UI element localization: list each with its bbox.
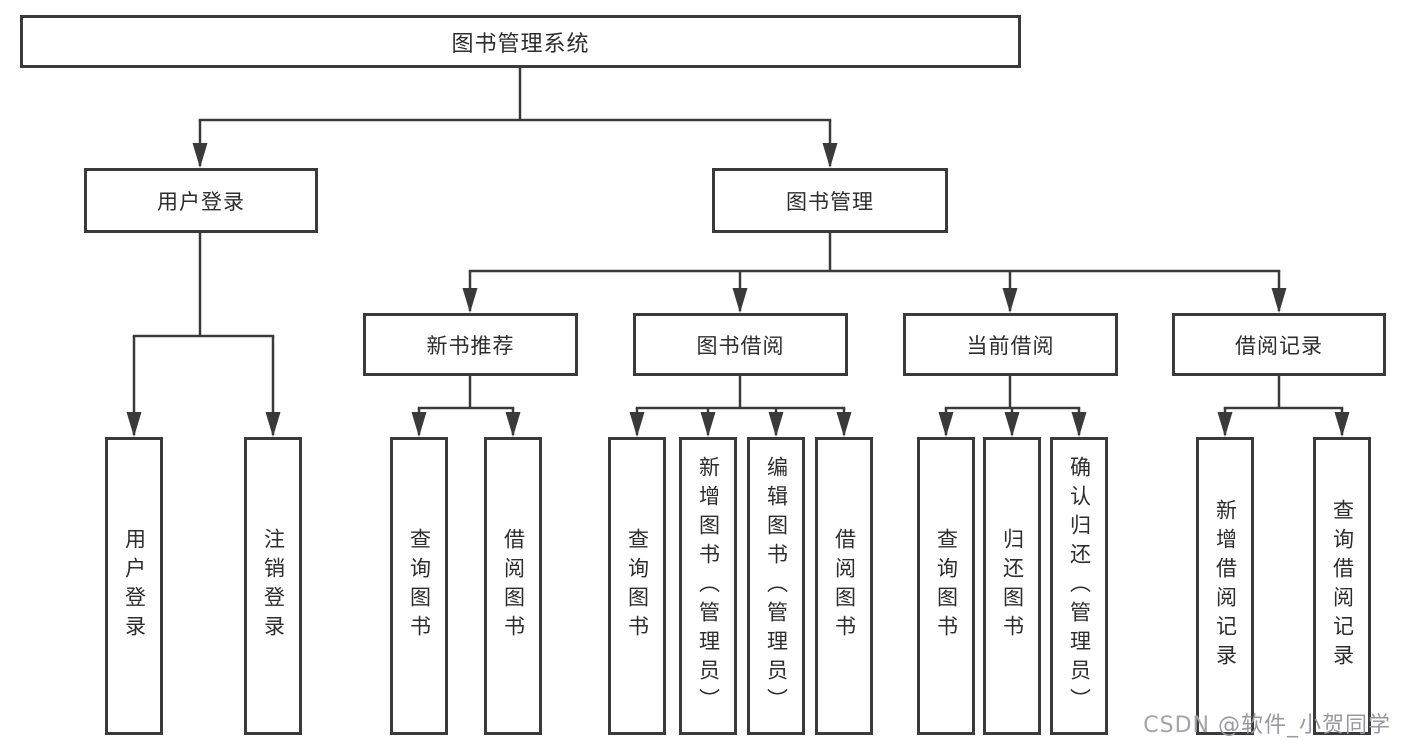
connector-book-borrow-to-leaves bbox=[629, 376, 852, 438]
leaf-edit-books-admin-label: 编辑图书（管理员） bbox=[764, 455, 789, 717]
leaf-confirm-return-admin: 确认归还（管理员） bbox=[1050, 437, 1108, 735]
leaf-query-books-2-label: 查询图书 bbox=[625, 528, 650, 644]
node-new-books: 新书推荐 bbox=[363, 313, 578, 376]
leaf-add-borrow-record: 新增借阅记录 bbox=[1196, 437, 1254, 735]
connector-new-books-to-leaves bbox=[411, 376, 521, 438]
connector-user-login-to-leaves bbox=[126, 233, 281, 438]
leaf-user-login-label: 用户登录 bbox=[122, 528, 147, 644]
leaf-confirm-return-admin-label: 确认归还（管理员） bbox=[1067, 455, 1092, 717]
node-system-root: 图书管理系统 bbox=[20, 15, 1021, 68]
leaf-query-books-1: 查询图书 bbox=[390, 437, 448, 735]
node-borrow-records: 借阅记录 bbox=[1172, 313, 1386, 376]
leaf-edit-books-admin: 编辑图书（管理员） bbox=[747, 437, 805, 735]
node-current-borrow: 当前借阅 bbox=[903, 313, 1118, 376]
leaf-borrow-books-1: 借阅图书 bbox=[484, 437, 542, 735]
connector-borrow-records-to-leaves bbox=[1217, 376, 1350, 438]
connector-book-management-to-level3 bbox=[462, 233, 1287, 314]
leaf-query-borrow-record: 查询借阅记录 bbox=[1313, 437, 1371, 735]
leaf-logout-label: 注销登录 bbox=[261, 528, 286, 644]
leaf-add-books-admin-label: 新增图书（管理员） bbox=[696, 455, 721, 717]
leaf-logout: 注销登录 bbox=[244, 437, 302, 735]
leaf-return-books-label: 归还图书 bbox=[1000, 528, 1025, 644]
connector-root-to-level2 bbox=[192, 68, 838, 169]
node-user-login: 用户登录 bbox=[84, 168, 318, 233]
leaf-user-login: 用户登录 bbox=[105, 437, 163, 735]
leaf-query-books-3-label: 查询图书 bbox=[934, 528, 959, 644]
connector-current-borrow-to-leaves bbox=[938, 376, 1087, 438]
leaf-query-books-1-label: 查询图书 bbox=[407, 528, 432, 644]
leaf-borrow-books-1-label: 借阅图书 bbox=[501, 528, 526, 644]
watermark-prefix: CSDN bbox=[1143, 713, 1218, 738]
leaf-query-books-2: 查询图书 bbox=[608, 437, 666, 735]
leaf-add-borrow-record-label: 新增借阅记录 bbox=[1213, 499, 1238, 673]
csdn-watermark: CSDN @软件_小贺同学 bbox=[1143, 707, 1391, 739]
node-book-management: 图书管理 bbox=[712, 168, 948, 233]
leaf-borrow-books-2: 借阅图书 bbox=[815, 437, 873, 735]
watermark-author: @软件_小贺同学 bbox=[1217, 713, 1391, 738]
node-book-borrow: 图书借阅 bbox=[633, 313, 848, 376]
leaf-query-books-3: 查询图书 bbox=[917, 437, 975, 735]
leaf-return-books: 归还图书 bbox=[983, 437, 1041, 735]
leaf-query-borrow-record-label: 查询借阅记录 bbox=[1330, 499, 1355, 673]
leaf-add-books-admin: 新增图书（管理员） bbox=[679, 437, 737, 735]
leaf-borrow-books-2-label: 借阅图书 bbox=[832, 528, 857, 644]
